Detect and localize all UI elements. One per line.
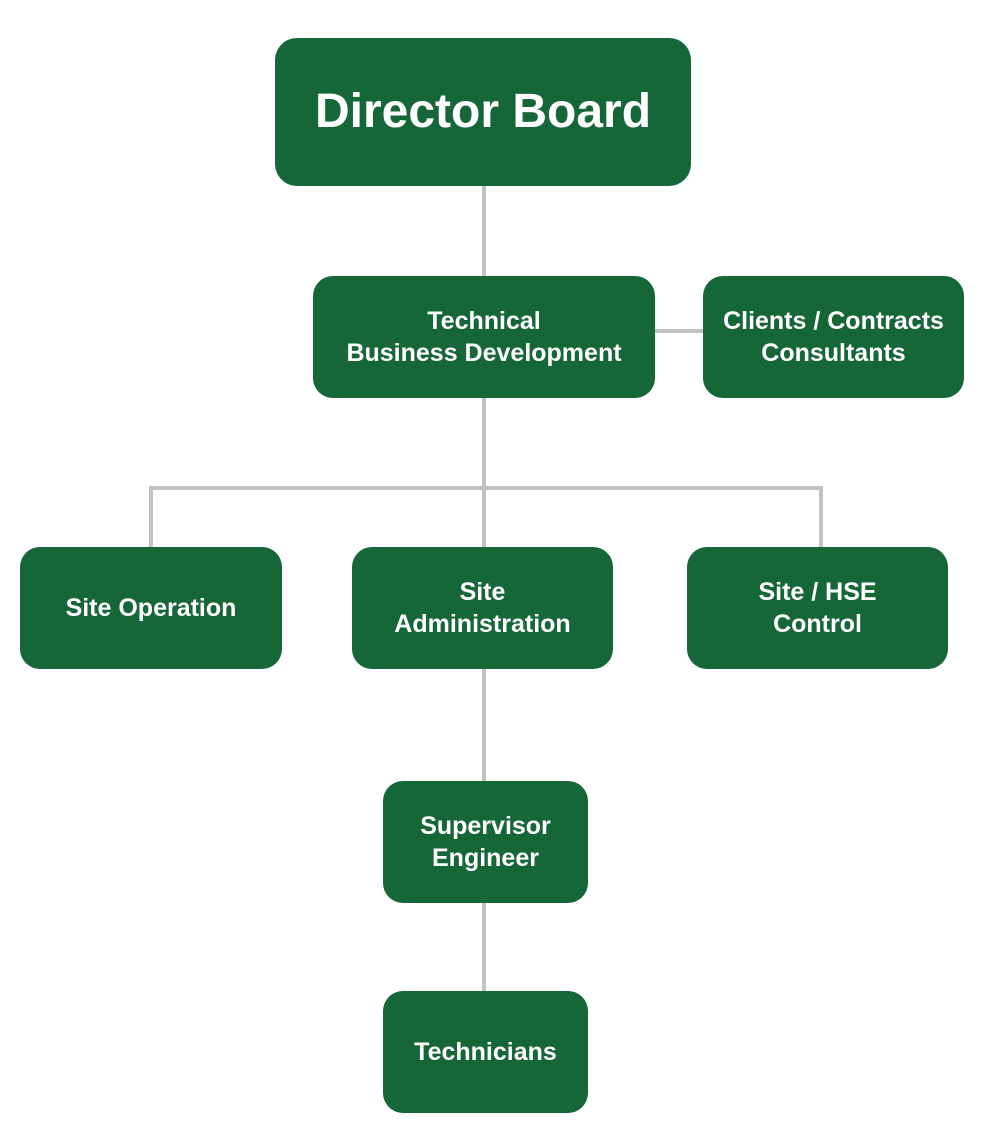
node-clients-line-2: Consultants: [761, 339, 906, 367]
node-technical-line-1: Technical: [427, 307, 541, 335]
node-site-administration-line-2: Administration: [394, 610, 571, 638]
node-supervisor-line-2: Engineer: [432, 844, 539, 872]
node-clients-line-1: Clients / Contracts: [723, 307, 944, 335]
node-site-hse-line-2: Control: [773, 610, 862, 638]
node-site-hse-line-1: Site / HSE: [758, 578, 877, 606]
node-technical-business-development: Technical Business Development: [313, 276, 655, 398]
node-supervisor-engineer: Supervisor Engineer: [383, 781, 588, 903]
node-director-board-label: Director Board: [314, 85, 652, 138]
node-supervisor-line-1: Supervisor: [420, 812, 551, 840]
node-clients-contracts-consultants: Clients / Contracts Consultants: [703, 276, 964, 398]
node-director-board: Director Board: [275, 38, 691, 186]
node-technicians: Technicians: [383, 991, 588, 1113]
node-site-administration: Site Administration: [352, 547, 613, 669]
node-site-administration-line-1: Site: [459, 578, 506, 606]
node-technicians-label: Technicians: [414, 1038, 557, 1066]
node-site-operation-label: Site Operation: [65, 594, 237, 622]
node-technical-line-2: Business Development: [346, 339, 622, 367]
node-site-operation: Site Operation: [20, 547, 282, 669]
node-site-hse-control: Site / HSE Control: [687, 547, 948, 669]
